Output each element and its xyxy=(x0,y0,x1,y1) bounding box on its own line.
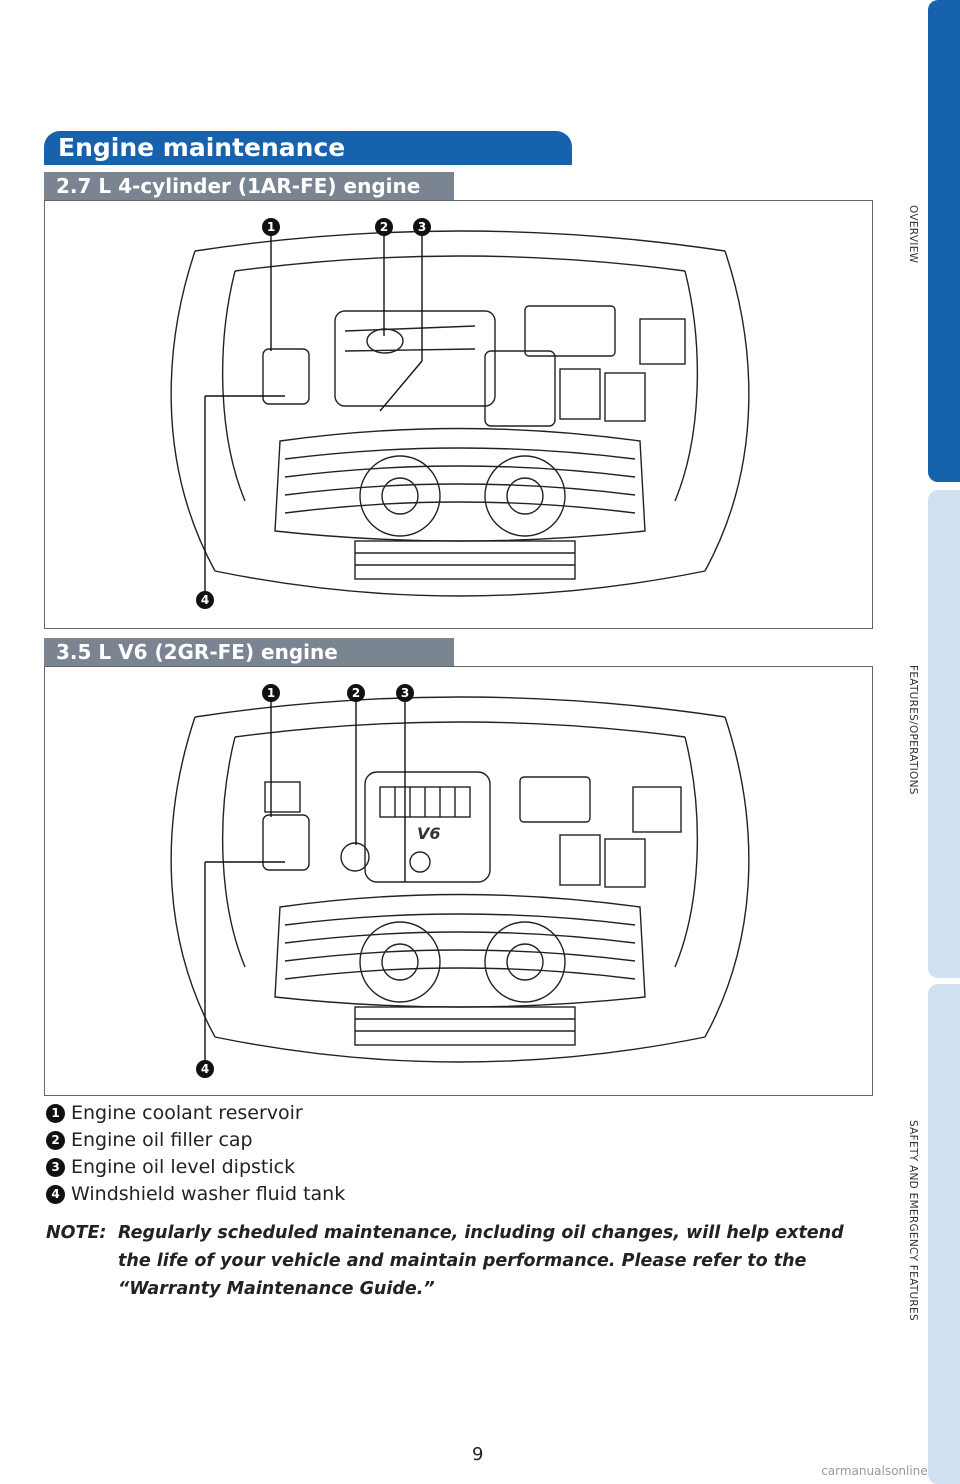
legend-item: 2 Engine oil filler cap xyxy=(46,1127,345,1154)
tab-overview[interactable] xyxy=(928,0,960,482)
legend-label: Engine coolant reservoir xyxy=(71,1102,303,1124)
legend-item: 4 Windshield washer fluid tank xyxy=(46,1181,345,1208)
legend-item: 3 Engine oil level dipstick xyxy=(46,1154,345,1181)
callout-1-label: 1 xyxy=(267,686,275,700)
tab-label-overview: OVERVIEW xyxy=(907,205,919,264)
engine-bay-illustration: 1 2 3 4 xyxy=(170,218,750,609)
callout-1 xyxy=(262,218,280,236)
tab-safety-emergency[interactable] xyxy=(928,984,960,1484)
callout-2-label: 2 xyxy=(352,686,360,700)
engine-bay-illustration-v6: V6 1 2 3 4 xyxy=(170,684,750,1078)
v6-badge: V6 xyxy=(417,824,441,843)
legend-item: 1 Engine coolant reservoir xyxy=(46,1100,345,1127)
legend-number: 3 xyxy=(46,1158,65,1177)
page-title: Engine maintenance xyxy=(44,131,572,165)
legend-label: Engine oil filler cap xyxy=(71,1129,253,1151)
section-heading-v6: 3.5 L V6 (2GR-FE) engine xyxy=(44,638,454,666)
watermark: carmanualsonline.info xyxy=(821,1464,954,1478)
tab-label-features-operations: FEATURES/OPERATIONS xyxy=(907,665,919,795)
page-number: 9 xyxy=(472,1444,484,1465)
callout-1 xyxy=(262,684,280,702)
legend-label: Engine oil level dipstick xyxy=(71,1156,296,1178)
legend-number: 4 xyxy=(46,1185,65,1204)
callout-2 xyxy=(375,218,393,236)
maintenance-note: NOTE: Regularly scheduled maintenance, i… xyxy=(46,1219,876,1303)
callout-4-label: 4 xyxy=(201,1062,209,1076)
tab-features-operations[interactable] xyxy=(928,490,960,978)
section-tabs xyxy=(928,0,960,1484)
legend-number: 2 xyxy=(46,1131,65,1150)
callout-3 xyxy=(413,218,431,236)
callout-4 xyxy=(196,1060,214,1078)
callout-2 xyxy=(347,684,365,702)
legend-label: Windshield washer fluid tank xyxy=(71,1183,346,1205)
note-prefix: NOTE: xyxy=(46,1223,107,1243)
callout-3-label: 3 xyxy=(418,220,426,234)
note-text: Regularly scheduled maintenance, includi… xyxy=(118,1223,844,1299)
engine-diagram-4cyl: 1 2 3 4 xyxy=(44,200,873,629)
callout-1-label: 1 xyxy=(267,220,275,234)
callout-3-label: 3 xyxy=(401,686,409,700)
callout-3 xyxy=(396,684,414,702)
engine-diagram-v6: V6 1 2 3 4 xyxy=(44,666,873,1096)
callout-4-label: 4 xyxy=(201,593,209,607)
callout-2-label: 2 xyxy=(380,220,388,234)
legend-number: 1 xyxy=(46,1104,65,1123)
callout-legend: 1 Engine coolant reservoir 2 Engine oil … xyxy=(46,1100,345,1208)
section-heading-4cyl: 2.7 L 4-cylinder (1AR-FE) engine xyxy=(44,172,454,200)
tab-label-safety-emergency: SAFETY AND EMERGENCY FEATURES xyxy=(907,1120,919,1321)
callout-4 xyxy=(196,591,214,609)
